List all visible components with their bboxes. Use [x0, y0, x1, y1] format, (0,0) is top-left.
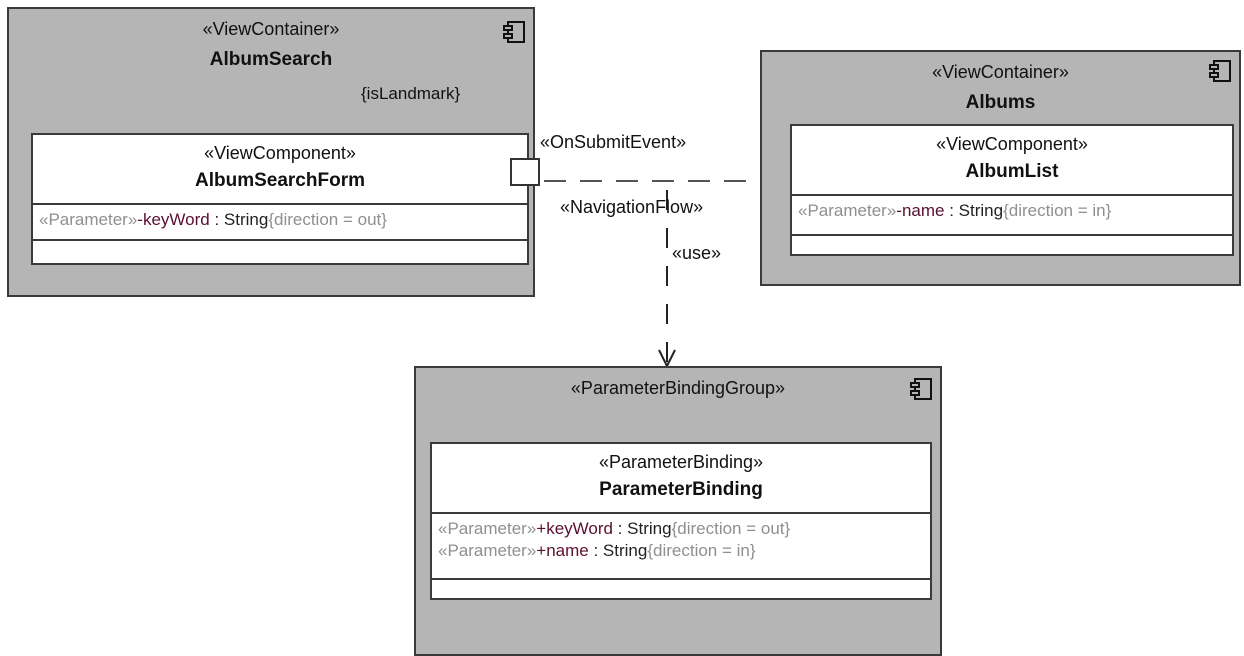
parameter-binding-component[interactable]: «ParameterBinding» ParameterBinding «Par…: [430, 442, 932, 600]
album-search-container[interactable]: «ViewContainer» AlbumSearch {isLandmark}…: [7, 7, 535, 297]
navigation-flow-label: «NavigationFlow»: [560, 197, 704, 217]
attribute-type: : String: [588, 541, 648, 560]
attribute-row: «Parameter»-name : String{direction = in…: [798, 200, 1226, 222]
albums-container[interactable]: «ViewContainer» Albums «ViewComponent» A…: [760, 50, 1241, 286]
attribute-name: +keyWord: [536, 519, 613, 538]
container-property: {isLandmark}: [361, 84, 461, 103]
attribute-constraint: {direction = out}: [671, 519, 791, 538]
component-icon: [503, 21, 525, 43]
attribute-stereotype: «Parameter»: [39, 210, 138, 229]
attribute-name: -keyWord: [137, 210, 210, 229]
attribute-row: «Parameter»+keyWord : String{direction =…: [438, 518, 924, 540]
attribute-row: «Parameter»+name : String{direction = in…: [438, 540, 924, 562]
component-stereotype: «ViewComponent»: [936, 134, 1088, 154]
use-dependency-label: «use»: [672, 243, 722, 263]
album-list-component[interactable]: «ViewComponent» AlbumList «Parameter»-na…: [790, 124, 1234, 256]
attribute-type: : String: [612, 519, 672, 538]
component-icon: [1209, 60, 1231, 82]
attribute-name: +name: [536, 541, 589, 560]
attribute-compartment: «Parameter»+keyWord : String{direction =…: [432, 514, 930, 580]
container-name: Albums: [965, 92, 1036, 113]
attribute-constraint: {direction = out}: [268, 210, 387, 229]
component-icon: [910, 378, 932, 400]
component-name: AlbumSearchForm: [195, 170, 365, 191]
attribute-compartment: «Parameter»-keyWord : String{direction =…: [33, 205, 527, 241]
component-stereotype: «ViewComponent»: [204, 143, 356, 163]
container-stereotype: «ParameterBindingGroup»: [570, 378, 786, 398]
container-name: AlbumSearch: [209, 49, 333, 70]
container-stereotype: «ViewContainer»: [202, 19, 340, 39]
attribute-name: -name: [896, 201, 945, 220]
attribute-type: : String: [944, 201, 1004, 220]
attribute-type: : String: [209, 210, 269, 229]
component-stereotype: «ParameterBinding»: [598, 452, 764, 472]
container-stereotype: «ViewContainer»: [932, 62, 1069, 82]
component-name: ParameterBinding: [599, 479, 763, 500]
album-search-form-component[interactable]: «ViewComponent» AlbumSearchForm «Paramet…: [31, 133, 529, 265]
attribute-compartment: «Parameter»-name : String{direction = in…: [792, 196, 1232, 236]
on-submit-event-label: «OnSubmitEvent»: [540, 132, 687, 152]
attribute-stereotype: «Parameter»: [798, 201, 897, 220]
attribute-constraint: {direction = in}: [647, 541, 756, 560]
attribute-stereotype: «Parameter»: [438, 519, 537, 538]
attribute-stereotype: «Parameter»: [438, 541, 537, 560]
attribute-row: «Parameter»-keyWord : String{direction =…: [39, 209, 521, 231]
submit-port[interactable]: [510, 158, 540, 186]
component-name: AlbumList: [965, 161, 1059, 182]
attribute-constraint: {direction = in}: [1003, 201, 1112, 220]
parameter-binding-group-container[interactable]: «ParameterBindingGroup» «ParameterBindin…: [414, 366, 942, 656]
